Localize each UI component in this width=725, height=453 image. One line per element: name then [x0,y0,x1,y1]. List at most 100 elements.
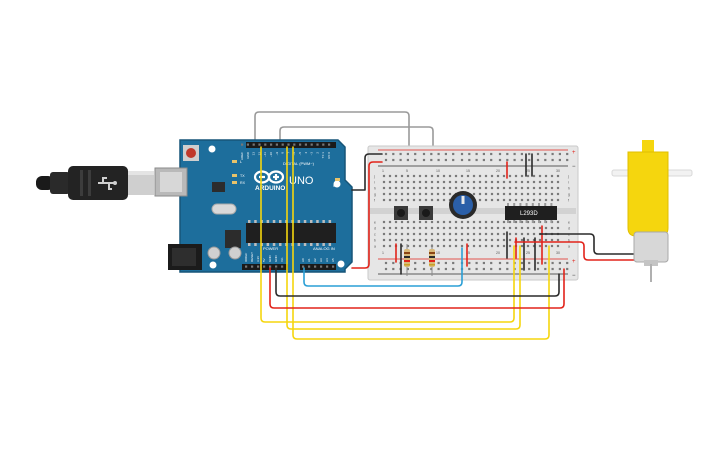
header-pin[interactable] [246,143,249,146]
rail-hole [414,158,417,162]
header-pin[interactable] [310,143,313,146]
header-pin[interactable] [332,265,335,268]
potentiometer-icon[interactable] [449,191,477,219]
power-pin-label: RESET [250,252,254,262]
header-pin[interactable] [326,265,329,268]
header-pin[interactable] [302,265,305,268]
header-pin[interactable] [314,265,317,268]
column-number: 10 [436,251,440,255]
chip-pin [538,220,540,223]
l293d-chip[interactable]: L293D [505,203,557,223]
column-number: 15 [466,251,470,255]
header-pin[interactable] [328,143,331,146]
breadboard-hole [418,232,422,236]
wire-gray[interactable] [254,111,410,153]
gear-motor-icon[interactable] [611,140,693,282]
rail-hole [506,261,509,265]
breadboard-hole [448,174,452,178]
breadboard-hole [496,244,500,248]
breadboard-hole [418,192,422,196]
breadboard-hole [520,238,524,242]
header-pin[interactable] [263,265,266,268]
breadboard-hole [442,192,446,196]
breadboard-hole [514,186,518,190]
rail-hole [475,158,478,162]
rail-hole [399,158,402,162]
header-pin[interactable] [308,265,311,268]
header-pin[interactable] [320,265,323,268]
breadboard-hole [454,186,458,190]
breadboard-hole [556,244,560,248]
arduino-uno-board[interactable]: ARDUINO UNO TX RX L ON DIGITAL (PWM~) PO… [154,139,353,273]
usb-cable-icon[interactable] [36,166,154,200]
header-pin[interactable] [252,143,255,146]
breadboard-hole [460,220,464,224]
wire-yellow[interactable] [286,146,521,330]
header-pin[interactable] [245,265,248,268]
header-pin[interactable] [275,143,278,146]
header-pin[interactable] [316,143,319,146]
header-pin[interactable] [299,143,302,146]
wire-blue[interactable] [303,247,463,287]
header-pin[interactable] [293,143,296,146]
breadboard-hole [550,238,554,242]
pushbutton-icon[interactable] [394,206,408,220]
digital-header[interactable] [246,142,336,148]
breadboard-hole [508,180,512,184]
chip-pin [248,243,251,246]
breadboard-hole [490,244,494,248]
wire-red[interactable] [514,241,637,261]
rail-hole [520,152,523,156]
analog-header[interactable] [300,264,336,270]
breadboard-hole [394,238,398,242]
header-pin[interactable] [257,265,260,268]
header-pin[interactable] [304,143,307,146]
wire-black[interactable] [539,233,637,255]
breadboard-hole [442,238,446,242]
header-pin[interactable] [251,265,254,268]
rail-hole [475,261,478,265]
wire-gray[interactable] [279,126,434,177]
header-pin[interactable] [281,143,284,146]
header-pin[interactable] [258,143,261,146]
breadboard-hole [424,198,428,202]
breadboard-hole [388,174,392,178]
breadboard-hole [436,226,440,230]
wire-red[interactable] [351,161,383,269]
wire-yellow[interactable] [292,146,550,340]
breadboard-hole [430,180,434,184]
breadboard-hole [412,186,416,190]
breadboard-hole [556,220,560,224]
header-pin[interactable] [287,143,290,146]
chip-pin [513,220,516,223]
header-pin[interactable] [241,143,244,146]
rail-hole [468,152,471,156]
breadboard-hole [394,174,398,178]
row-letter: c [374,233,376,237]
breadboard-hole [532,174,536,178]
header-pin[interactable] [275,265,278,268]
row-letter: i [374,181,375,185]
reset-button[interactable] [183,145,199,161]
row-letter: h [374,187,376,191]
wire-black[interactable] [351,153,383,191]
breadboard-hole [472,186,476,190]
column-number: 5 [406,169,408,173]
header-pin[interactable] [269,265,272,268]
breadboard-hole [382,198,386,202]
header-pin[interactable] [270,143,273,146]
wire-black[interactable] [275,267,560,297]
wire-yellow[interactable] [260,146,515,323]
breadboard-hole [454,220,458,224]
rail-hole [566,158,569,162]
header-pin[interactable] [264,143,267,146]
header-pin[interactable] [322,143,325,146]
breadboard-hole [400,232,404,236]
header-pin[interactable] [281,265,284,268]
breadboard-hole [550,180,554,184]
rail-hole [506,267,509,271]
pushbutton-icon[interactable] [419,206,433,220]
breadboard-hole [478,174,482,178]
breadboard-hole [478,232,482,236]
wire-red[interactable] [269,267,565,309]
